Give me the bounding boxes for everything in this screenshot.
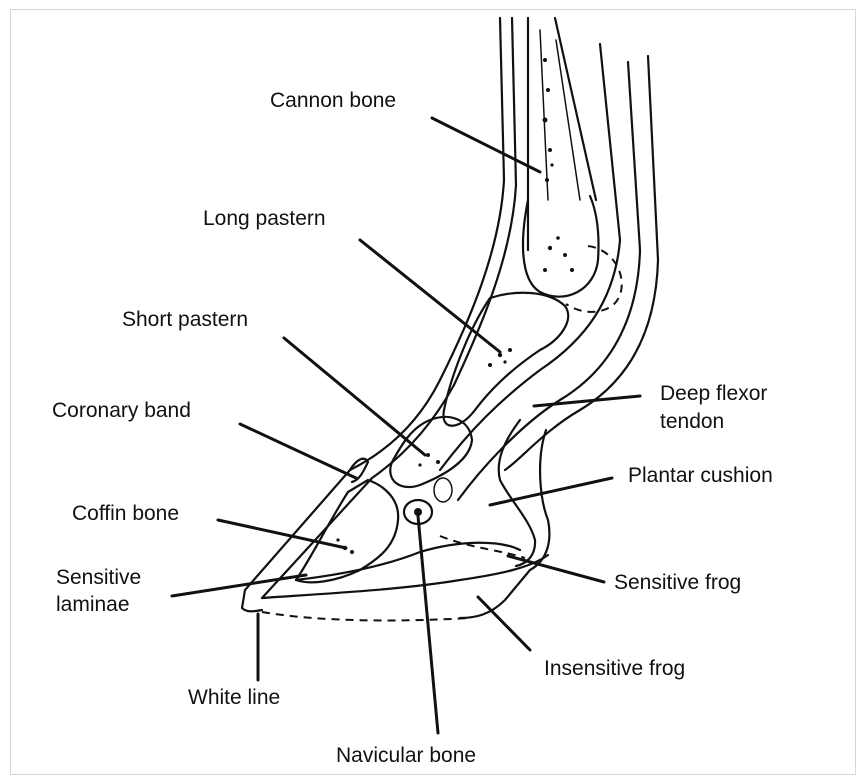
bone-speckles <box>336 58 574 554</box>
leader-plantar-cushion <box>490 478 612 505</box>
label-sensitive-frog: Sensitive frog <box>614 571 741 594</box>
sesamoid-detail <box>434 478 452 502</box>
label-sensitive-laminae-line2: laminae <box>56 593 130 616</box>
leader-short-pastern <box>284 338 425 455</box>
label-deep-flexor-line2: tendon <box>660 410 724 433</box>
leader-cannon-bone <box>432 118 540 172</box>
cannon-bone-condyle <box>523 196 599 297</box>
cannon-marrow-left <box>540 30 548 200</box>
heel-outline <box>460 430 549 618</box>
back-tendon-1 <box>440 44 620 470</box>
leader-long-pastern <box>360 240 500 352</box>
sole-dash <box>262 612 470 620</box>
leader-coffin-bone <box>218 520 346 548</box>
label-cannon-bone: Cannon bone <box>270 89 396 112</box>
label-coronary-band: Coronary band <box>52 399 191 422</box>
leader-coronary-band <box>240 424 356 478</box>
leader-insensitive-frog <box>478 597 530 650</box>
label-deep-flexor-line1: Deep flexor <box>660 382 767 405</box>
label-navicular-bone: Navicular bone <box>336 744 476 767</box>
label-coffin-bone: Coffin bone <box>72 502 179 525</box>
label-insensitive-frog: Insensitive frog <box>544 657 685 680</box>
hoof-bottom-outline <box>242 608 262 611</box>
label-plantar-cushion: Plantar cushion <box>628 464 773 487</box>
label-short-pastern: Short pastern <box>122 308 248 331</box>
leader-sensitive-laminae <box>172 575 306 596</box>
labels: Cannon bone Long pastern Short pastern C… <box>52 89 773 767</box>
coffin-bone-outline <box>296 480 398 582</box>
label-sensitive-laminae-line1: Sensitive <box>56 566 141 589</box>
label-long-pastern: Long pastern <box>203 207 326 230</box>
label-white-line: White line <box>188 686 280 709</box>
cannon-marrow-right <box>556 40 580 200</box>
